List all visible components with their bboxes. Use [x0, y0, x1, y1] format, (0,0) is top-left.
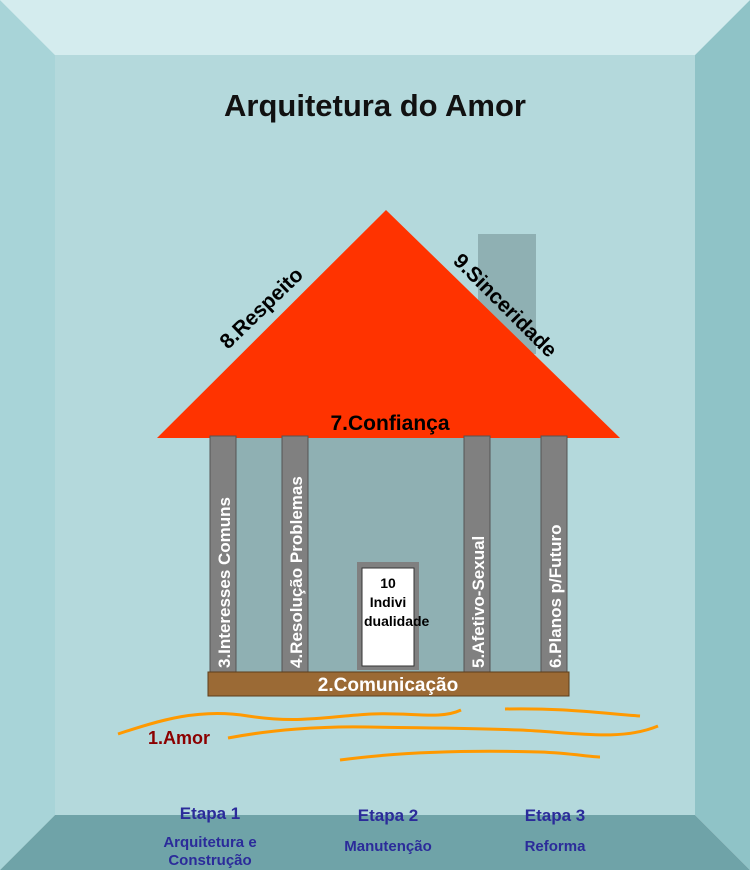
ground-line-4: [339, 749, 601, 762]
pillar-interesses-comuns: [209, 435, 237, 673]
stage-1-title: Etapa 1: [179, 804, 241, 823]
roof-base-label: 7.Confiança: [330, 412, 449, 435]
pillar-label-6: 6.Planos p/Futuro: [546, 524, 565, 668]
pillar-label-4: 4.Resolução Problemas: [287, 476, 306, 668]
stage-3-title: Etapa 3: [524, 806, 586, 825]
stage-2-title: Etapa 2: [357, 806, 419, 825]
ground-label: 1.Amor: [148, 728, 210, 748]
ground-line-1: [117, 708, 462, 736]
foundation-label: 2.Comunicação: [318, 675, 458, 696]
door-label: 10 Indivi dualidade: [364, 575, 430, 629]
ground-line-3: [504, 707, 641, 718]
stage-1-subtitle: Arquitetura e Construção: [163, 834, 257, 869]
stage-3-subtitle: Reforma: [524, 838, 586, 855]
frame-top-bevel: [0, 0, 750, 55]
ground-line-2: [227, 724, 659, 740]
frame-bottom-bevel: [0, 815, 750, 870]
foundation: [207, 671, 570, 697]
stage-2-subtitle: Manutenção: [344, 838, 432, 855]
frame-left-bevel: [0, 0, 55, 870]
page-title: Arquitetura do Amor: [224, 88, 526, 123]
pillar-label-5: 5.Afetivo-Sexual: [469, 536, 488, 668]
roof: [157, 210, 620, 438]
pillar-label-3: 3.Interesses Comuns: [215, 497, 234, 668]
door: [361, 567, 415, 667]
frame-right-bevel: [695, 0, 750, 870]
